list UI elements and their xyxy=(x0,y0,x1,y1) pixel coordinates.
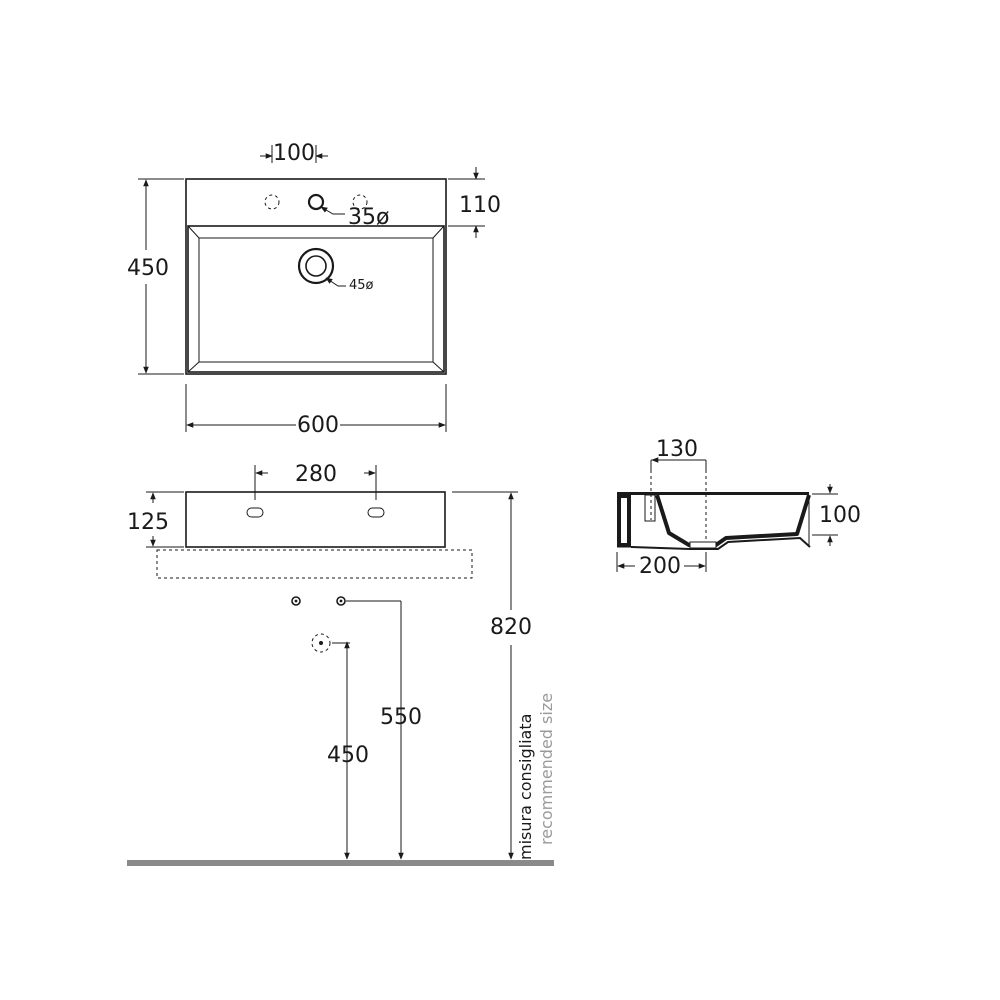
side-depth-label: 200 xyxy=(639,554,681,579)
front-view: 280 125 820 misura consigliata recommend… xyxy=(127,462,556,866)
basin-bowl-inner xyxy=(198,237,434,363)
overflow-slot-left xyxy=(246,507,264,518)
drain-label: 45ø xyxy=(349,278,374,293)
front-height-label: 125 xyxy=(127,510,169,535)
side-section: 130 200 100 xyxy=(616,437,861,579)
width-label: 600 xyxy=(297,413,339,438)
tap-hole-label: 35ø xyxy=(348,205,389,230)
basin-front xyxy=(185,491,446,548)
optional-tap-hole-left xyxy=(264,194,280,210)
drain-inner xyxy=(305,255,327,277)
bowl-section xyxy=(655,494,811,547)
optional-tap-hole-right xyxy=(352,194,368,210)
overflow-slot-right xyxy=(367,507,385,518)
recommended-size-it: misura consigliata xyxy=(516,714,535,860)
hot-supply-icon xyxy=(336,596,346,606)
side-offset-label: 130 xyxy=(656,437,698,462)
tap-spacing-front-label: 280 xyxy=(295,462,337,487)
countertop-dashed xyxy=(156,549,473,579)
mount-height-label: 820 xyxy=(490,615,532,640)
tap-spacing-label: 100 xyxy=(273,141,315,166)
drain-outer xyxy=(297,247,335,285)
side-height-label: 100 xyxy=(819,503,861,528)
tap-hole xyxy=(307,193,325,211)
top-view: 100 110 35ø 45ø 450 600 xyxy=(127,141,501,438)
cold-supply-icon xyxy=(291,596,301,606)
basin-bowl-top xyxy=(187,225,445,373)
basin-outline-top xyxy=(185,178,447,375)
floor-line xyxy=(127,860,554,866)
water-supply-height-label: 550 xyxy=(380,705,422,730)
waste-outlet-icon xyxy=(311,633,331,653)
depth-label: 450 xyxy=(127,256,169,281)
recommended-size-en: recommended size xyxy=(537,693,556,845)
waste-height-label: 450 xyxy=(327,743,369,768)
tap-zone-label: 110 xyxy=(459,193,501,218)
